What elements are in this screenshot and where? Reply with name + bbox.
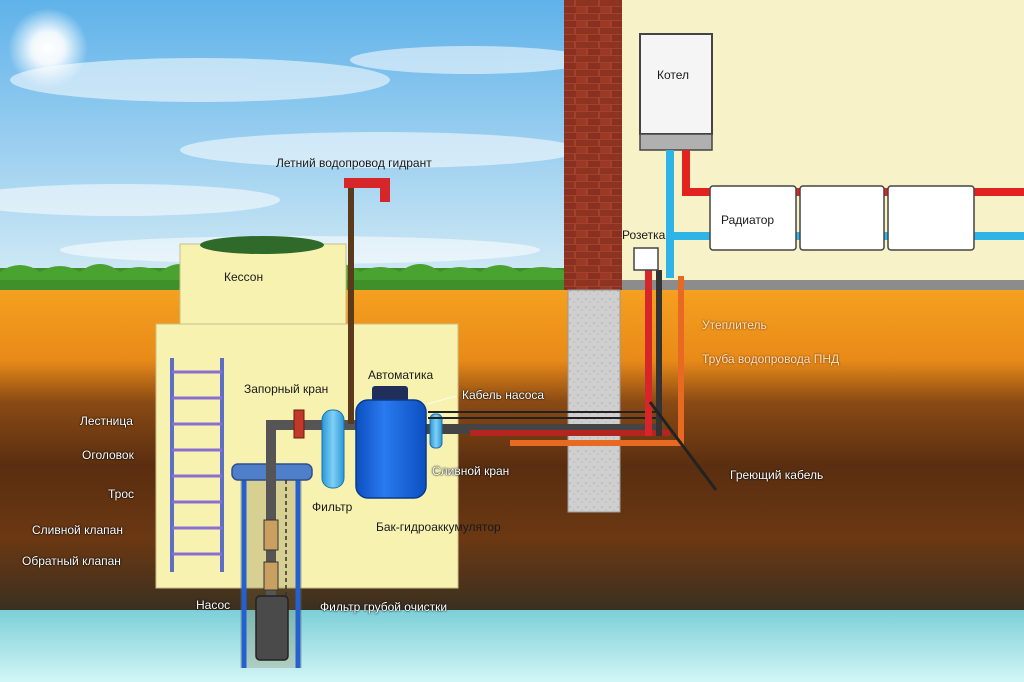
label-pump-cable: Кабель насоса — [462, 388, 545, 402]
leader-lines — [427, 395, 457, 405]
heating-cable — [648, 401, 718, 491]
foundation — [567, 289, 621, 513]
boiler — [639, 33, 713, 135]
sun — [8, 8, 88, 88]
label-radiator: Радиатор — [721, 213, 775, 227]
socket — [633, 247, 659, 271]
water-layer — [0, 610, 1024, 682]
label-ladder: Лестница — [80, 414, 133, 428]
radiator-3 — [887, 185, 975, 251]
label-heating-cable: Греющий кабель — [730, 468, 824, 482]
pump — [255, 595, 289, 661]
caisson-neck — [179, 243, 347, 325]
hydrant-pipe — [348, 184, 354, 424]
hydrant — [344, 178, 386, 188]
label-coarse-filter: Фильтр грубой очистки — [320, 600, 448, 614]
label-rope: Трос — [108, 487, 135, 501]
label-pnd-pipe: Труба водопровода ПНД — [702, 352, 840, 366]
caisson-hatch — [200, 236, 324, 254]
label-check-valve: Обратный клапан — [22, 554, 121, 568]
label-shutoff-valve: Запорный кран — [244, 382, 329, 396]
drain-valve — [429, 413, 443, 449]
soil — [0, 290, 1024, 610]
floor-slab — [620, 280, 1024, 290]
label-drain-valve-left: Сливной клапан — [32, 523, 123, 537]
brick-wall — [564, 0, 622, 290]
label-caisson: Кессон — [224, 270, 264, 284]
label-socket: Розетка — [622, 228, 666, 242]
riser-pipe — [266, 420, 276, 600]
accumulator-tank — [355, 399, 427, 499]
label-boiler: Котел — [657, 68, 690, 82]
filter — [321, 409, 345, 489]
label-summer-hydrant: Летний водопровод гидрант — [276, 156, 432, 170]
shutoff-valve — [293, 409, 305, 439]
label-filter: Фильтр — [312, 500, 353, 514]
radiator-2 — [799, 185, 885, 251]
label-pump: Насос — [196, 598, 231, 612]
label-drain-valve: Сливной кран — [432, 464, 510, 478]
label-insulation: Утеплитель — [702, 318, 767, 332]
ladder — [170, 358, 224, 572]
label-automation: Автоматика — [368, 368, 434, 382]
label-head: Оголовок — [82, 448, 134, 462]
radiator-1 — [709, 185, 797, 251]
label-accumulator: Бак-гидроаккумулятор — [376, 520, 501, 534]
